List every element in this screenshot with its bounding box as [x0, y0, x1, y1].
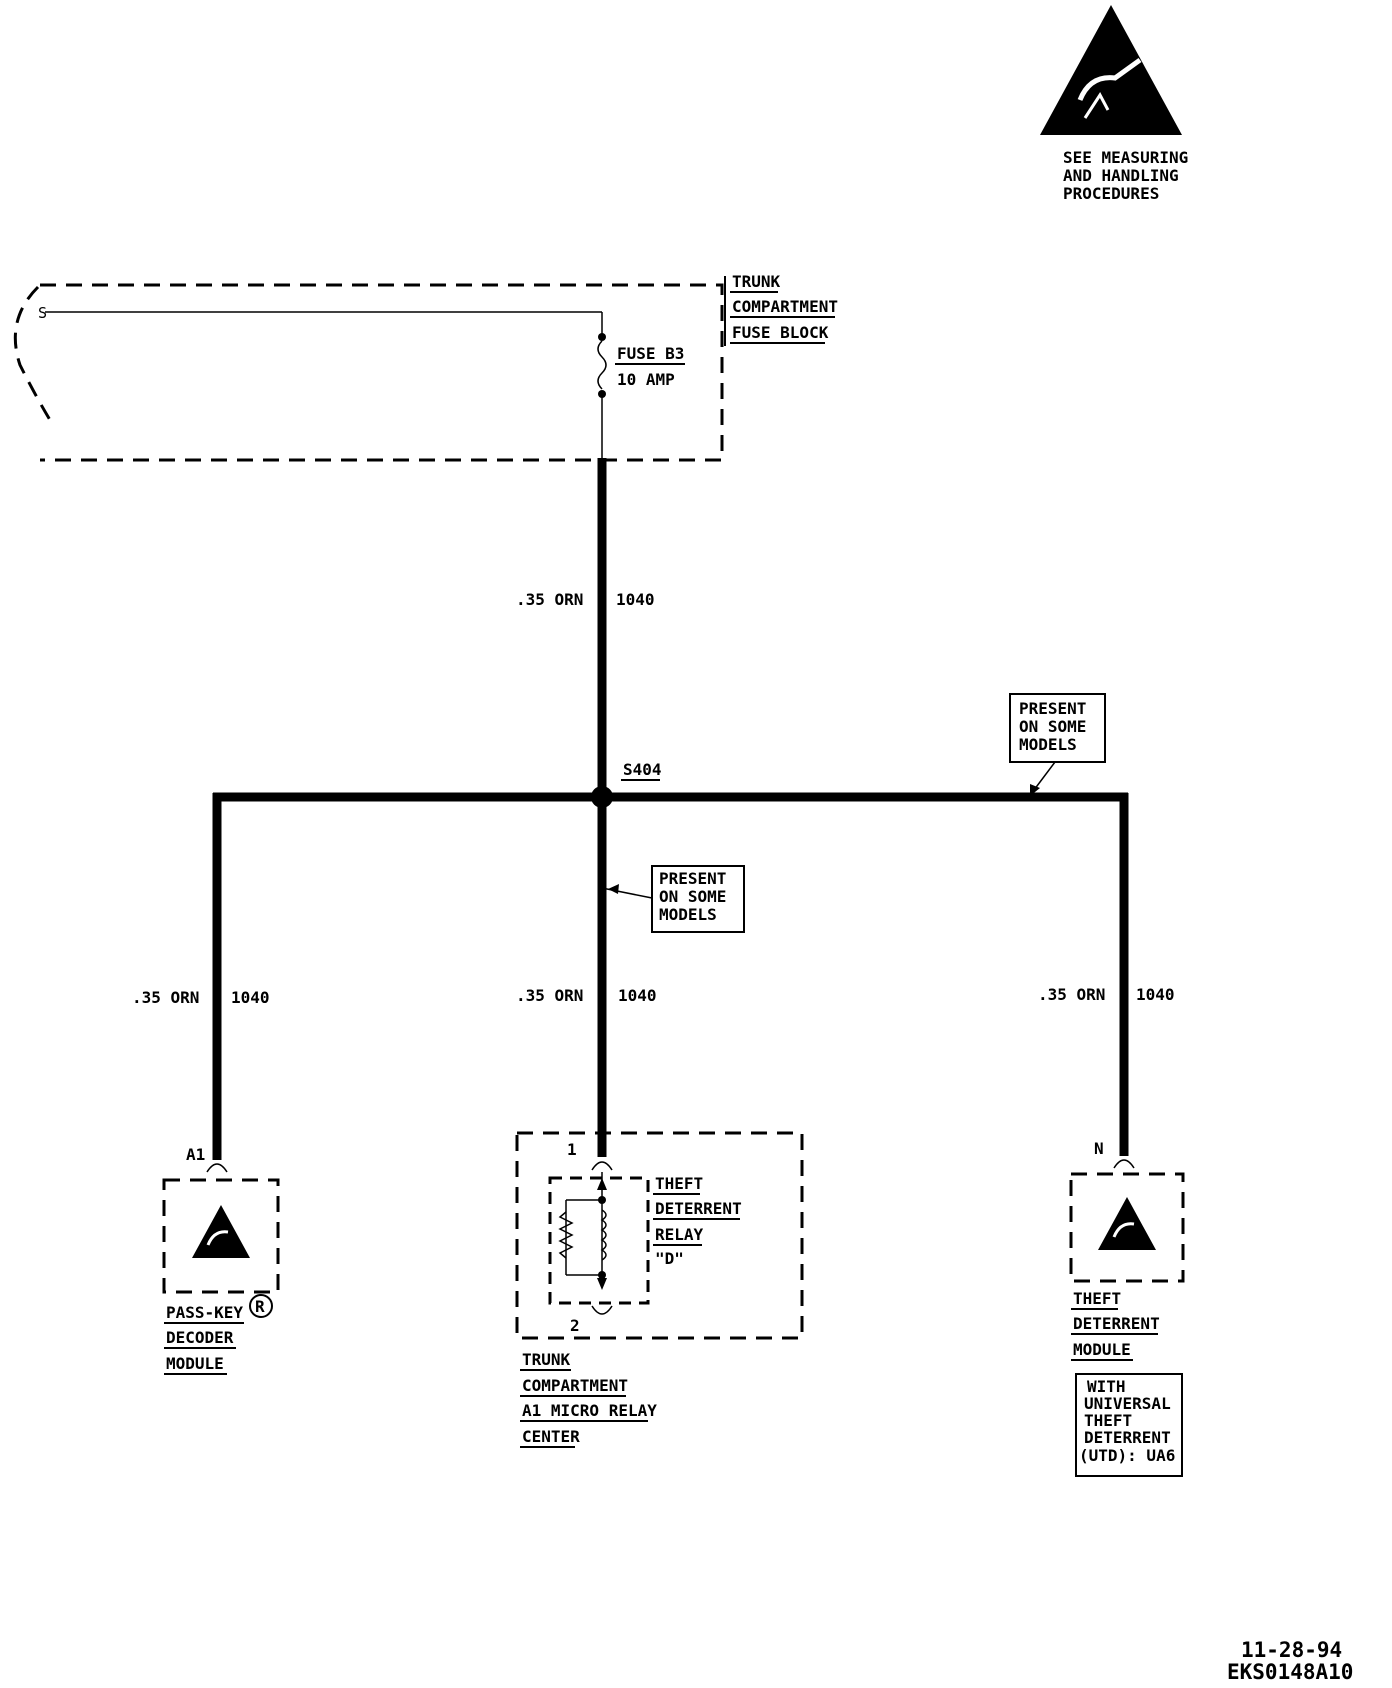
micro-relay-line-1: TRUNK	[522, 1350, 571, 1369]
micro-relay-line-2: COMPARTMENT	[522, 1376, 628, 1395]
micro-relay-line-4: CENTER	[522, 1427, 580, 1446]
relay-line-1: THEFT	[655, 1174, 703, 1193]
footer-code: EKS0148A10	[1227, 1660, 1353, 1684]
relay-pin-bottom: 2	[570, 1316, 580, 1335]
center-branch-gauge: .35 ORN	[516, 986, 583, 1005]
relay-coil-icon	[558, 1172, 607, 1290]
left-pin-label: A1	[186, 1145, 205, 1164]
left-branch-circuit: 1040	[231, 988, 270, 1007]
esd-warning-icon	[1040, 5, 1182, 135]
esd-note-line-1: SEE MEASURING	[1063, 148, 1188, 167]
relay-line-2: DETERRENT	[655, 1199, 742, 1218]
uto-note-line-5: (UTD): UA6	[1079, 1446, 1175, 1465]
fuse-rating: 10 AMP	[617, 370, 675, 389]
note-present-right	[1009, 693, 1106, 763]
note-present-right-line-2: ON SOME	[1019, 717, 1086, 736]
note-present-center-line-1: PRESENT	[659, 869, 726, 888]
main-wire-circuit: 1040	[616, 590, 655, 609]
uto-note-line-3: THEFT	[1084, 1411, 1132, 1430]
relay-line-3: RELAY	[655, 1225, 704, 1244]
passkey-registered-mark: R	[255, 1297, 265, 1316]
note-present-center	[651, 865, 745, 933]
registered-mark-icon	[249, 1294, 273, 1318]
relay-line-4: "D"	[655, 1249, 684, 1268]
fuse-block-label: TRUNK COMPARTMENT FUSE BLOCK	[724, 272, 838, 346]
fuse-block-line-1: TRUNK	[732, 272, 781, 291]
theft-module-line-3: MODULE	[1073, 1340, 1131, 1359]
uto-note-box	[1075, 1373, 1183, 1477]
theft-module-line-1: THEFT	[1073, 1289, 1121, 1308]
uto-note-line-4: DETERRENT	[1084, 1428, 1171, 1447]
esd-warning-icon	[1098, 1197, 1156, 1250]
esd-note-line-2: AND HANDLING	[1063, 166, 1179, 185]
note-present-center-line-2: ON SOME	[659, 887, 726, 906]
theft-module-line-2: DETERRENT	[1073, 1314, 1160, 1333]
fuse-symbol	[597, 340, 607, 390]
fuse-block-line-3: FUSE BLOCK	[732, 323, 829, 342]
passkey-line-2: DECODER	[166, 1328, 234, 1347]
esd-warning-icon	[192, 1205, 250, 1258]
right-branch-gauge: .35 ORN	[1038, 985, 1105, 1004]
passkey-module-box	[162, 1178, 280, 1294]
micro-relay-line-3: A1 MICRO RELAY	[522, 1401, 657, 1420]
passkey-line-1: PASS-KEY	[166, 1303, 243, 1322]
esd-note-line-3: PROCEDURES	[1063, 184, 1159, 203]
micro-relay-center-box	[515, 1131, 804, 1340]
relay-pin-top: 1	[567, 1140, 577, 1159]
left-branch-gauge: .35 ORN	[132, 988, 199, 1007]
splice-label: S404	[623, 760, 662, 779]
fuse-block-break-mark: S	[38, 304, 47, 322]
note-present-right-line-3: MODELS	[1019, 735, 1077, 754]
theft-module-box	[1069, 1172, 1185, 1283]
relay-box	[548, 1176, 650, 1305]
fuse-name: FUSE B3	[617, 344, 684, 363]
passkey-line-3: MODULE	[166, 1354, 224, 1373]
uto-note-line-1: WITH	[1087, 1377, 1126, 1396]
main-wire-gauge: .35 ORN	[516, 590, 583, 609]
right-branch-circuit: 1040	[1136, 985, 1175, 1004]
fuse-block-line-2: COMPARTMENT	[732, 297, 838, 316]
note-present-center-line-3: MODELS	[659, 905, 717, 924]
right-pin-label: N	[1094, 1139, 1104, 1158]
uto-note-line-2: UNIVERSAL	[1084, 1394, 1171, 1413]
note-present-right-line-1: PRESENT	[1019, 699, 1086, 718]
footer-date: 11-28-94	[1241, 1638, 1342, 1662]
center-branch-circuit: 1040	[618, 986, 657, 1005]
fuse-block-enclosure	[13, 283, 724, 462]
